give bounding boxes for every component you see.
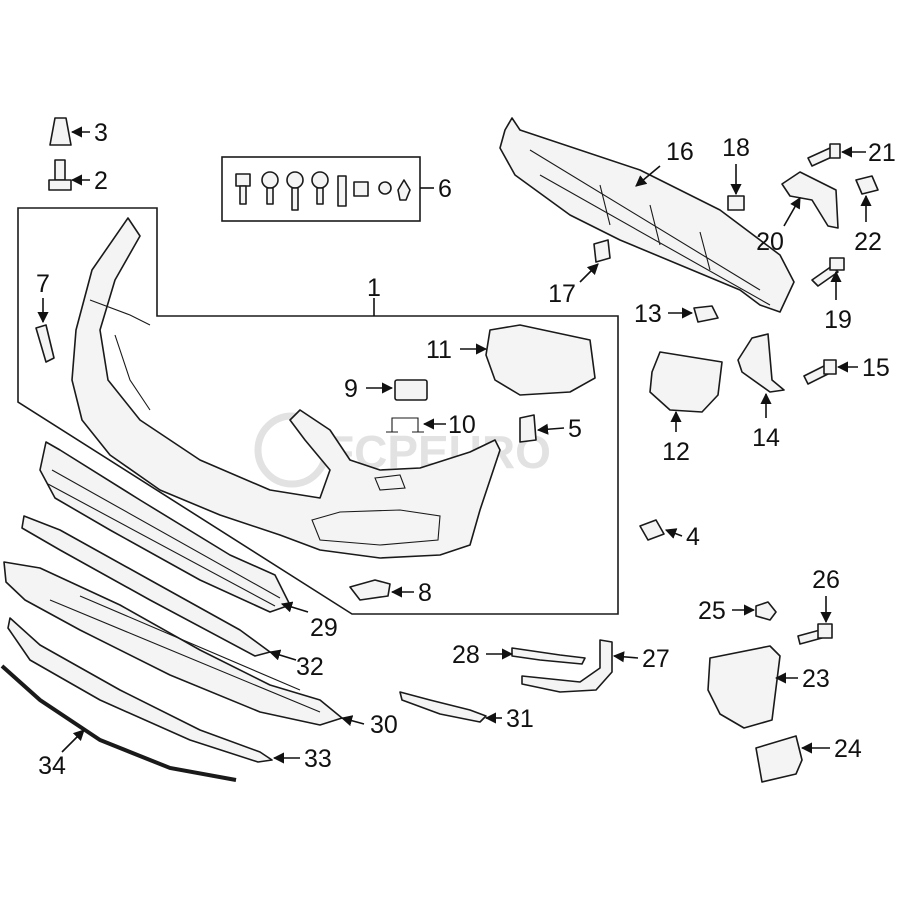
callout-18: 18 [722, 134, 750, 162]
callout-25: 25 [698, 597, 726, 625]
grille-29-part [39, 441, 291, 613]
callout-1: 1 [367, 274, 381, 302]
callout-29: 29 [310, 614, 338, 642]
bolt-26-part [797, 623, 833, 645]
callout-26: 26 [812, 566, 840, 594]
cover-24-part [755, 735, 803, 783]
trim-28-part [511, 647, 586, 665]
bolt-2-part [48, 159, 72, 191]
callout-14: 14 [752, 424, 780, 452]
trim-27-part [521, 639, 613, 693]
trim-31-part [399, 691, 487, 723]
callout-19: 19 [824, 306, 852, 334]
callout-28: 28 [452, 641, 480, 669]
bolt-15-part [803, 359, 837, 385]
molding-34-part [0, 664, 237, 782]
callout-11: 11 [426, 336, 452, 364]
callout-20: 20 [756, 228, 784, 256]
callout-30: 30 [370, 711, 398, 739]
callout-10: 10 [448, 411, 476, 439]
callout-15: 15 [862, 354, 890, 382]
bracket-7-part [35, 324, 55, 363]
callout-5: 5 [568, 415, 582, 443]
lower-grille-30-part [3, 561, 343, 726]
cover-8-part [349, 579, 391, 601]
clip-13-part [693, 305, 719, 323]
trim-33-part [7, 617, 273, 763]
callout-27: 27 [642, 645, 670, 673]
leader-lines [37, 126, 872, 764]
hardware-kit-box [221, 156, 421, 222]
harness-10-part [386, 417, 424, 433]
callout-33: 33 [304, 745, 332, 773]
callout-32: 32 [296, 653, 324, 681]
callout-2: 2 [94, 167, 108, 195]
callout-24: 24 [834, 735, 862, 763]
callout-6: 6 [438, 175, 452, 203]
clip-22-part [855, 175, 879, 195]
clip-5-part [519, 414, 537, 443]
bracket-14-part [737, 333, 785, 393]
callout-22: 22 [854, 228, 882, 256]
bracket-23-part [707, 645, 781, 729]
clip-25-part [755, 601, 777, 621]
callout-labels: 1 2 3 4 5 6 7 8 9 10 11 12 13 14 15 16 1… [36, 119, 896, 780]
bracket-11-part [485, 324, 596, 396]
callout-9: 9 [344, 375, 358, 403]
callout-16: 16 [666, 138, 694, 166]
callout-21: 21 [868, 139, 896, 167]
callout-17: 17 [548, 280, 576, 308]
callout-8: 8 [418, 579, 432, 607]
callout-3: 3 [94, 119, 108, 147]
bolt-19-part [811, 257, 845, 287]
clip-18-part [727, 195, 745, 211]
callout-7: 7 [36, 270, 50, 298]
callout-13: 13 [634, 300, 662, 328]
callout-23: 23 [802, 665, 830, 693]
callout-34: 34 [38, 752, 66, 780]
sensor-9-part [394, 379, 428, 401]
bolt-21-part [807, 143, 841, 167]
bumper-assembly-frame [17, 207, 619, 615]
bracket-20-part [781, 171, 839, 229]
clip-17-part [593, 239, 611, 263]
clip-4-part [639, 519, 665, 541]
callout-12: 12 [662, 438, 690, 466]
callout-31: 31 [506, 705, 534, 733]
callout-4: 4 [686, 523, 700, 551]
cap-3-part [49, 117, 72, 146]
bracket-12-part [649, 351, 723, 413]
reinforcement-16-part [499, 117, 795, 313]
bumper-cover-part [71, 217, 501, 559]
strip-32-part [21, 515, 271, 657]
hardware-items [235, 171, 411, 211]
